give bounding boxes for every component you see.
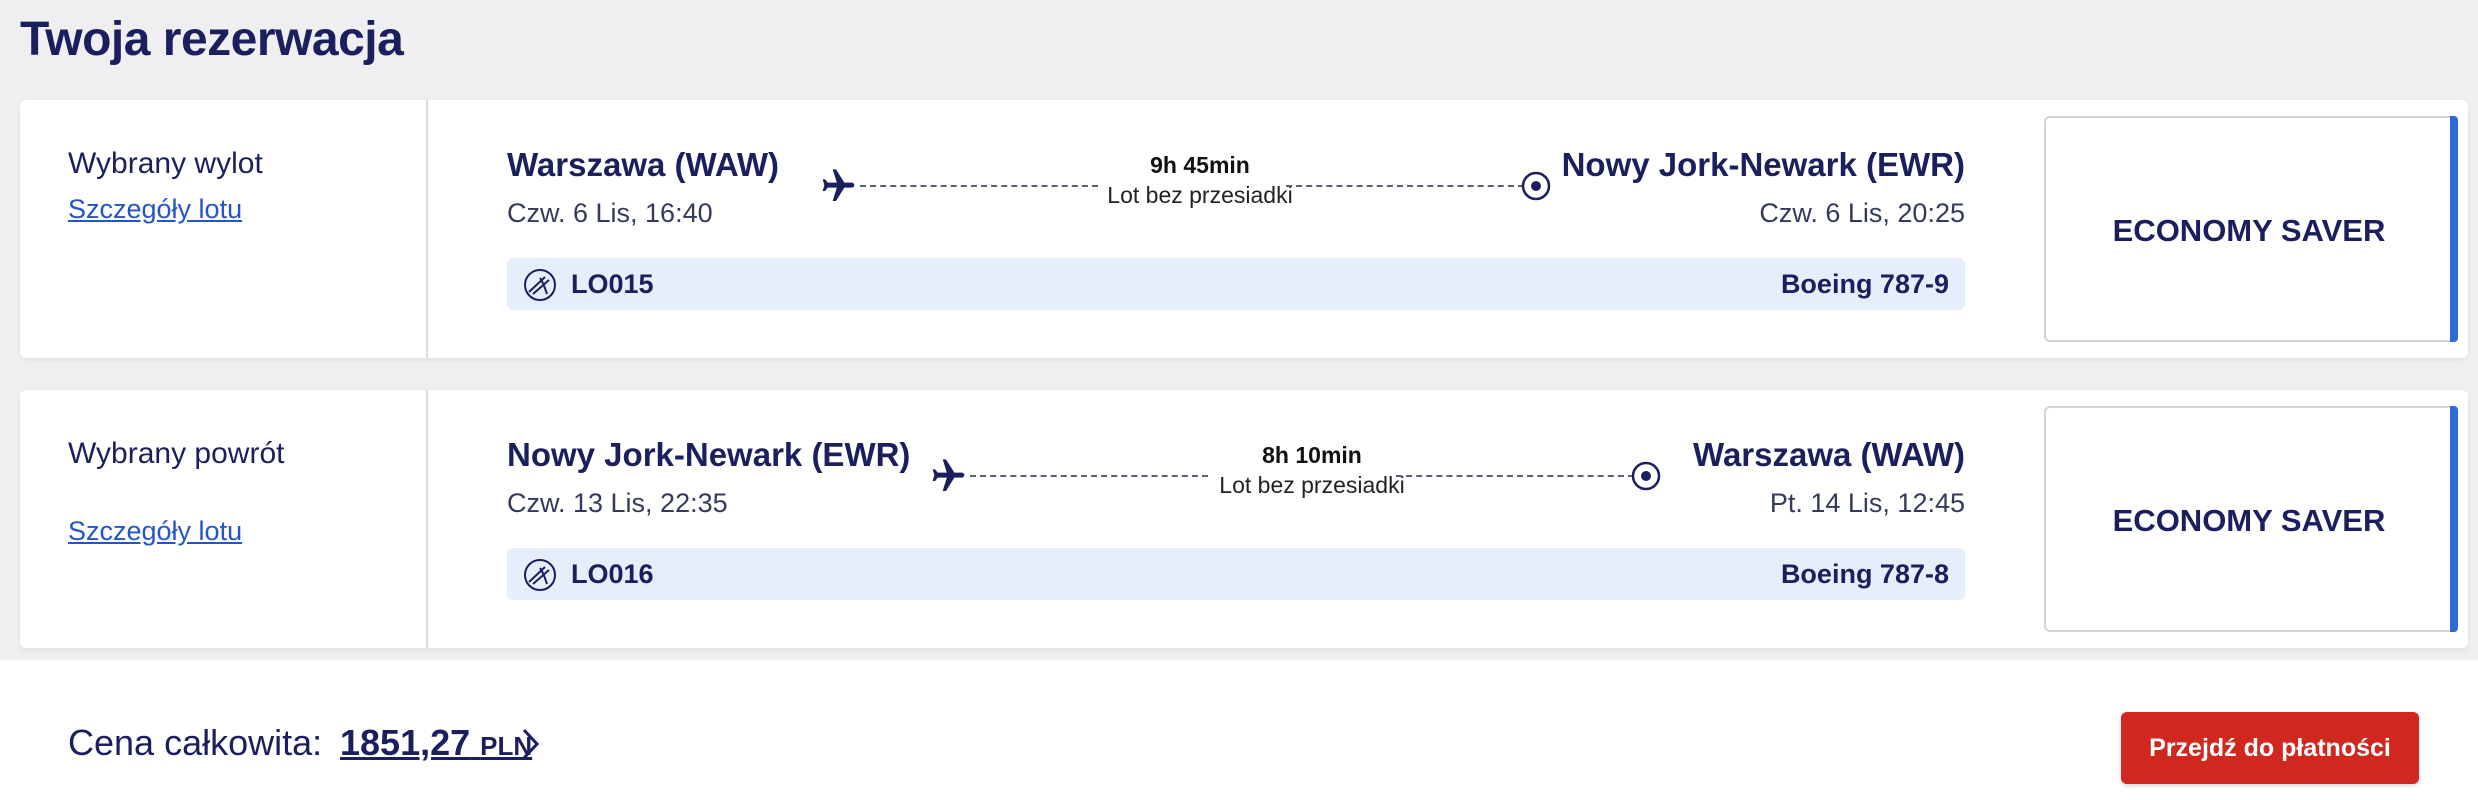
return-label: Wybrany powrót	[68, 437, 285, 470]
total-price-label: Cena całkowita:	[68, 722, 323, 763]
return-fare-box: ECONOMY SAVER	[2044, 406, 2458, 632]
outbound-label: Wybrany wylot	[68, 147, 263, 180]
outbound-origin-datetime: Czw. 6 Lis, 16:40	[507, 198, 713, 228]
return-flight-card: Wybrany powrót Szczegóły lotu Nowy Jork-…	[20, 390, 2468, 648]
outbound-route-line-right	[1286, 185, 1524, 187]
price-footer: Cena całkowita: 1851,27 PLN Przejdź do p…	[0, 660, 2478, 800]
plane-icon	[822, 169, 855, 201]
outbound-fare-name: ECONOMY SAVER	[2112, 213, 2386, 248]
return-aircraft: Boeing 787-8	[1780, 559, 1949, 589]
return-flight-number: LO016	[571, 559, 654, 589]
page-title: Twoja rezerwacja	[20, 13, 404, 66]
airline-logo-icon	[524, 269, 556, 301]
outbound-details-link[interactable]: Szczegóły lotu	[68, 194, 243, 224]
outbound-duration-block: 9h 45min Lot bez przesiadki	[1080, 150, 1320, 210]
outbound-stops: Lot bez przesiadki	[1107, 182, 1293, 208]
plane-icon	[932, 459, 965, 491]
return-details-link[interactable]: Szczegóły lotu	[68, 516, 243, 546]
outbound-origin-city: Warszawa (WAW)	[507, 146, 779, 183]
total-price-amount: 1851,27	[340, 722, 471, 763]
outbound-flight-number: LO015	[571, 269, 654, 299]
return-stops: Lot bez przesiadki	[1219, 472, 1405, 498]
outbound-route-line-left	[860, 185, 1098, 187]
proceed-to-payment-button[interactable]: Przejdź do płatności	[2121, 712, 2419, 784]
total-price-link[interactable]: 1851,27 PLN	[340, 722, 532, 764]
chevron-right-icon[interactable]	[520, 726, 542, 762]
return-route-line-left	[970, 475, 1208, 477]
outbound-fare-box: ECONOMY SAVER	[2044, 116, 2458, 342]
return-destination-city: Warszawa (WAW)	[1693, 436, 1965, 473]
outbound-destination-city: Nowy Jork-Newark (EWR)	[1561, 146, 1965, 183]
outbound-summary: Wybrany wylot Szczegóły lotu	[20, 100, 428, 358]
outbound-duration: 9h 45min	[1150, 152, 1250, 178]
outbound-aircraft: Boeing 787-9	[1780, 269, 1949, 299]
return-fare-name: ECONOMY SAVER	[2112, 503, 2386, 538]
outbound-flight-info-bar: LO015 Boeing 787-9	[507, 258, 1965, 310]
fare-accent-bar	[2450, 116, 2458, 342]
return-destination-datetime: Pt. 14 Lis, 12:45	[1769, 488, 1965, 518]
return-route-line-right	[1396, 475, 1634, 477]
return-duration: 8h 10min	[1262, 442, 1362, 468]
fare-accent-bar	[2450, 406, 2458, 632]
total-price-currency: PLN	[480, 731, 533, 761]
outbound-destination-datetime: Czw. 6 Lis, 20:25	[1759, 198, 1965, 228]
return-summary: Wybrany powrót Szczegóły lotu	[20, 390, 428, 648]
airline-logo-icon	[524, 559, 556, 591]
destination-icon	[1521, 171, 1551, 201]
destination-icon	[1631, 461, 1661, 491]
return-duration-block: 8h 10min Lot bez przesiadki	[1192, 440, 1432, 500]
outbound-flight-card: Wybrany wylot Szczegóły lotu Warszawa (W…	[20, 100, 2468, 358]
return-origin-city: Nowy Jork-Newark (EWR)	[507, 436, 911, 473]
return-origin-datetime: Czw. 13 Lis, 22:35	[507, 488, 728, 518]
return-flight-info-bar: LO016 Boeing 787-8	[507, 548, 1965, 600]
